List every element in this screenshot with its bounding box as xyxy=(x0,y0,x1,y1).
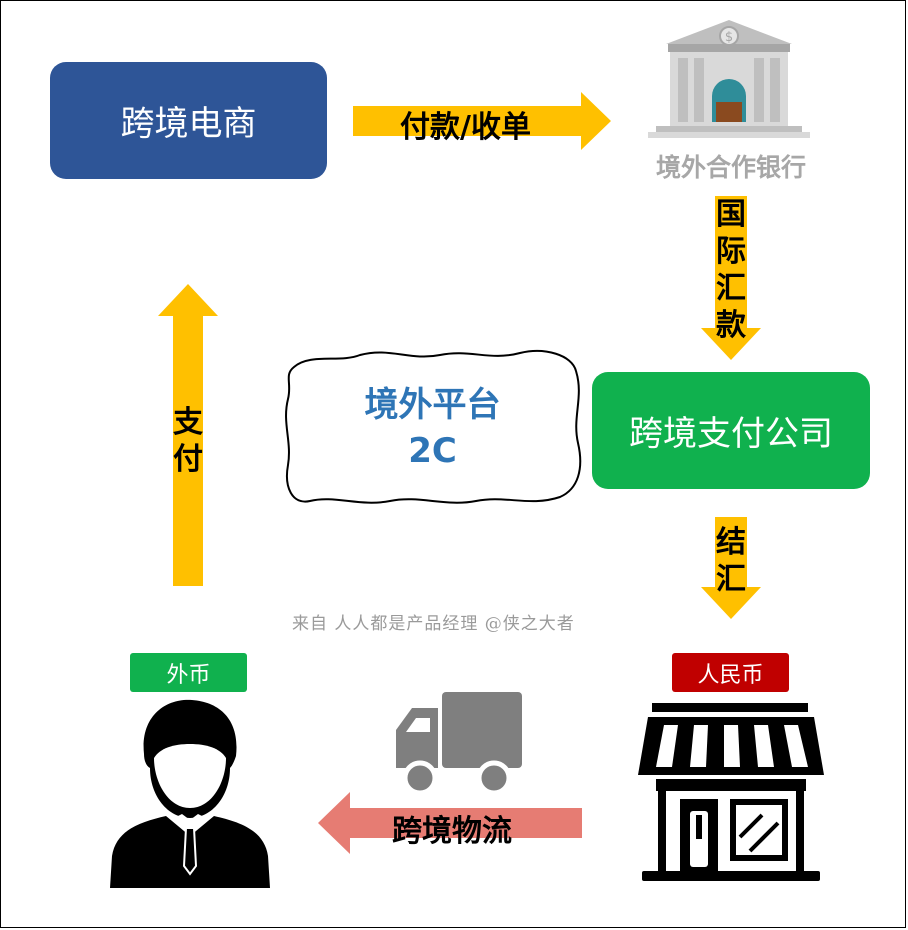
foreign-currency-label: 外币 xyxy=(166,662,211,688)
pay-label: 支 付 xyxy=(168,404,208,478)
overseas-platform-cloud xyxy=(285,350,582,504)
logistics-arrow xyxy=(318,792,582,854)
foreign-currency-tag: 外币 xyxy=(130,653,247,692)
overseas-platform-type: 2C xyxy=(408,431,457,471)
overseas-platform-name: 境外平台 xyxy=(364,385,501,425)
settlement-char: 汇 xyxy=(716,562,746,597)
cross-border-payment-company-label: 跨境支付公司 xyxy=(629,414,833,454)
bank-icon: $ xyxy=(648,20,810,138)
rmb-label: 人民币 xyxy=(697,662,764,688)
payment-collection-arrow xyxy=(353,92,611,150)
source-watermark: 来自 人人都是产品经理 @侠之大者 xyxy=(292,614,575,634)
pay-char: 支 xyxy=(173,405,203,440)
intl-remittance-label: 国 际 汇 款 xyxy=(711,196,751,344)
overseas-platform-label: 境外平台 2C xyxy=(300,382,565,474)
settlement-char: 结 xyxy=(716,525,746,560)
cross-border-payment-company-node: 跨境支付公司 xyxy=(592,372,870,489)
pay-arrow xyxy=(158,284,218,586)
intl-remittance-char: 汇 xyxy=(716,271,746,306)
storefront-icon xyxy=(638,703,824,881)
payment-collection-label: 付款/收单 xyxy=(400,110,531,145)
pay-char: 付 xyxy=(173,442,203,477)
logistics-label: 跨境物流 xyxy=(392,814,512,849)
truck-icon xyxy=(396,692,522,796)
settlement-arrow xyxy=(701,517,761,619)
cross-border-ecommerce-node: 跨境电商 xyxy=(50,62,327,179)
cross-border-ecommerce-label: 跨境电商 xyxy=(120,104,257,144)
settlement-label: 结 汇 xyxy=(711,524,751,598)
svg-text:$: $ xyxy=(725,30,733,45)
intl-remittance-arrow xyxy=(701,196,761,360)
intl-remittance-char: 款 xyxy=(716,308,746,343)
rmb-tag: 人民币 xyxy=(672,653,789,692)
intl-remittance-char: 际 xyxy=(716,234,746,269)
intl-remittance-char: 国 xyxy=(716,197,746,232)
buyer-person-icon xyxy=(110,699,270,888)
overseas-bank-label: 境外合作银行 xyxy=(655,153,806,182)
